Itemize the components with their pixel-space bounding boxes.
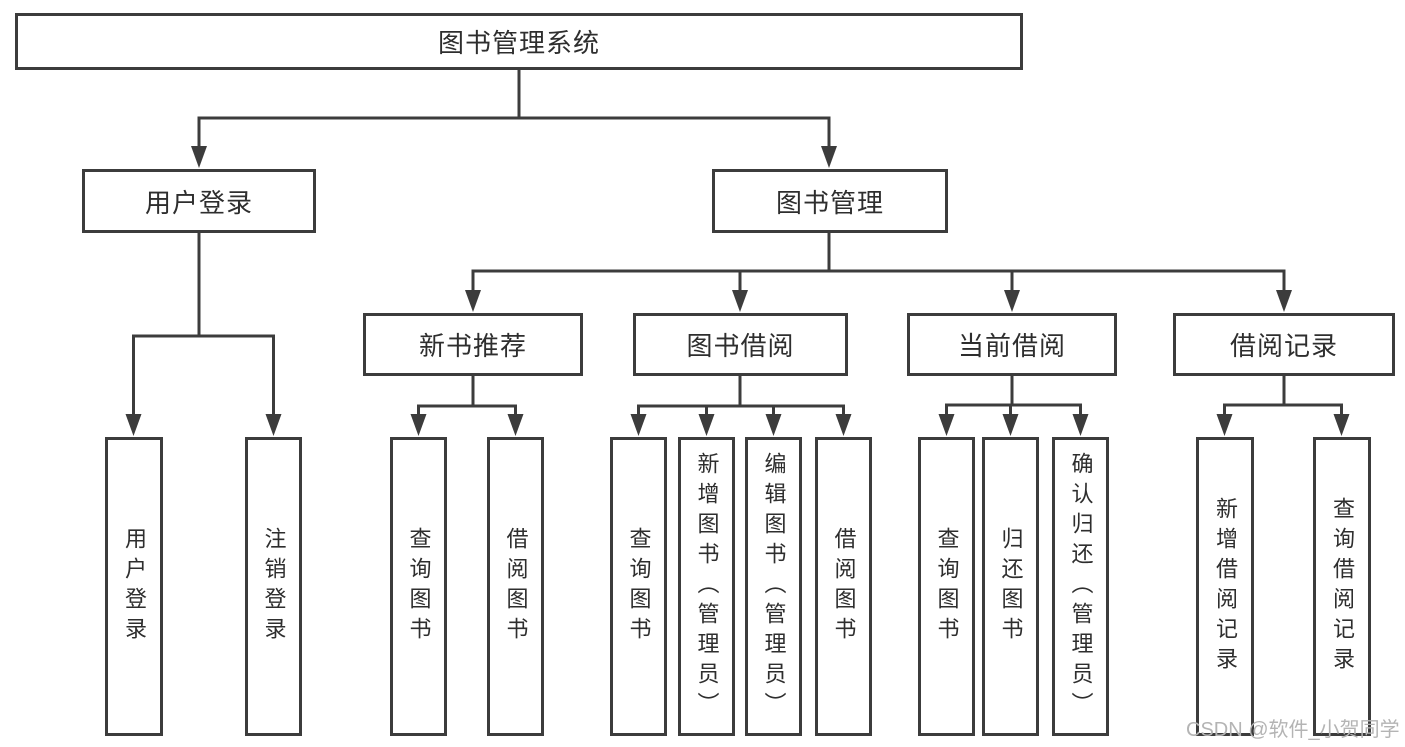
leaf-logout-label: 注销登录	[261, 526, 287, 647]
node-user-login: 用户登录	[82, 169, 316, 233]
leaf-current-query-books: 查询图书	[918, 437, 975, 736]
node-new-book-recommendation-label: 新书推荐	[418, 331, 527, 361]
leaf-newbook-borrow-books: 借阅图书	[487, 437, 544, 736]
watermark: CSDN @软件_小贺同学	[1186, 719, 1400, 741]
node-book-borrowing: 图书借阅	[633, 313, 848, 376]
leaf-add-borrow-record: 新增借阅记录	[1196, 437, 1254, 736]
node-root-label: 图书管理系统	[437, 28, 600, 58]
leaf-return-books: 归还图书	[982, 437, 1039, 736]
leaf-current-query-books-label: 查询图书	[934, 526, 960, 647]
leaf-add-book-admin: 新增图书（管理员）	[678, 437, 735, 736]
node-borrowing-records-label: 借阅记录	[1229, 331, 1338, 361]
connector-current-borrowing-to-leaves	[938, 376, 1089, 436]
leaf-newbook-query-books: 查询图书	[390, 437, 447, 736]
node-current-borrowing-label: 当前借阅	[957, 331, 1066, 361]
node-new-book-recommendation: 新书推荐	[363, 313, 583, 376]
leaf-newbook-query-books-label: 查询图书	[406, 526, 432, 647]
node-borrowing-records: 借阅记录	[1173, 313, 1395, 376]
node-book-borrowing-label: 图书借阅	[686, 331, 795, 361]
leaf-logout: 注销登录	[245, 437, 302, 736]
leaf-edit-book-admin: 编辑图书（管理员）	[745, 437, 802, 736]
leaf-borrowing-query-books: 查询图书	[610, 437, 667, 736]
connector-book-borrowing-to-leaves	[630, 376, 852, 436]
leaf-user-login: 用户登录	[105, 437, 163, 736]
leaf-query-borrow-record-label: 查询借阅记录	[1330, 496, 1355, 677]
leaf-add-borrow-record-label: 新增借阅记录	[1213, 496, 1238, 677]
leaf-borrowing-borrow-books-label: 借阅图书	[831, 526, 857, 647]
leaf-query-borrow-record: 查询借阅记录	[1313, 437, 1371, 736]
connector-user-login-to-leaves	[125, 233, 282, 436]
leaf-borrowing-query-books-label: 查询图书	[626, 526, 652, 647]
leaf-borrowing-borrow-books: 借阅图书	[815, 437, 872, 736]
leaf-edit-book-admin-label: 编辑图书（管理员）	[761, 451, 787, 722]
connector-book-management-to-level3	[465, 233, 1292, 312]
node-root: 图书管理系统	[15, 13, 1023, 70]
leaf-return-books-label: 归还图书	[998, 526, 1024, 647]
node-user-login-label: 用户登录	[144, 187, 253, 218]
connector-root-to-level2	[191, 70, 837, 168]
leaf-newbook-borrow-books-label: 借阅图书	[503, 526, 529, 647]
leaf-add-book-admin-label: 新增图书（管理员）	[694, 451, 720, 722]
node-book-management-label: 图书管理	[775, 187, 884, 218]
connector-new-book-to-leaves	[410, 376, 524, 436]
node-book-management: 图书管理	[712, 169, 948, 233]
leaf-confirm-return-admin: 确认归还（管理员）	[1052, 437, 1109, 736]
node-current-borrowing: 当前借阅	[907, 313, 1117, 376]
leaf-user-login-label: 用户登录	[122, 526, 147, 647]
connector-borrowing-records-to-leaves	[1216, 376, 1350, 436]
leaf-confirm-return-admin-label: 确认归还（管理员）	[1068, 451, 1094, 722]
